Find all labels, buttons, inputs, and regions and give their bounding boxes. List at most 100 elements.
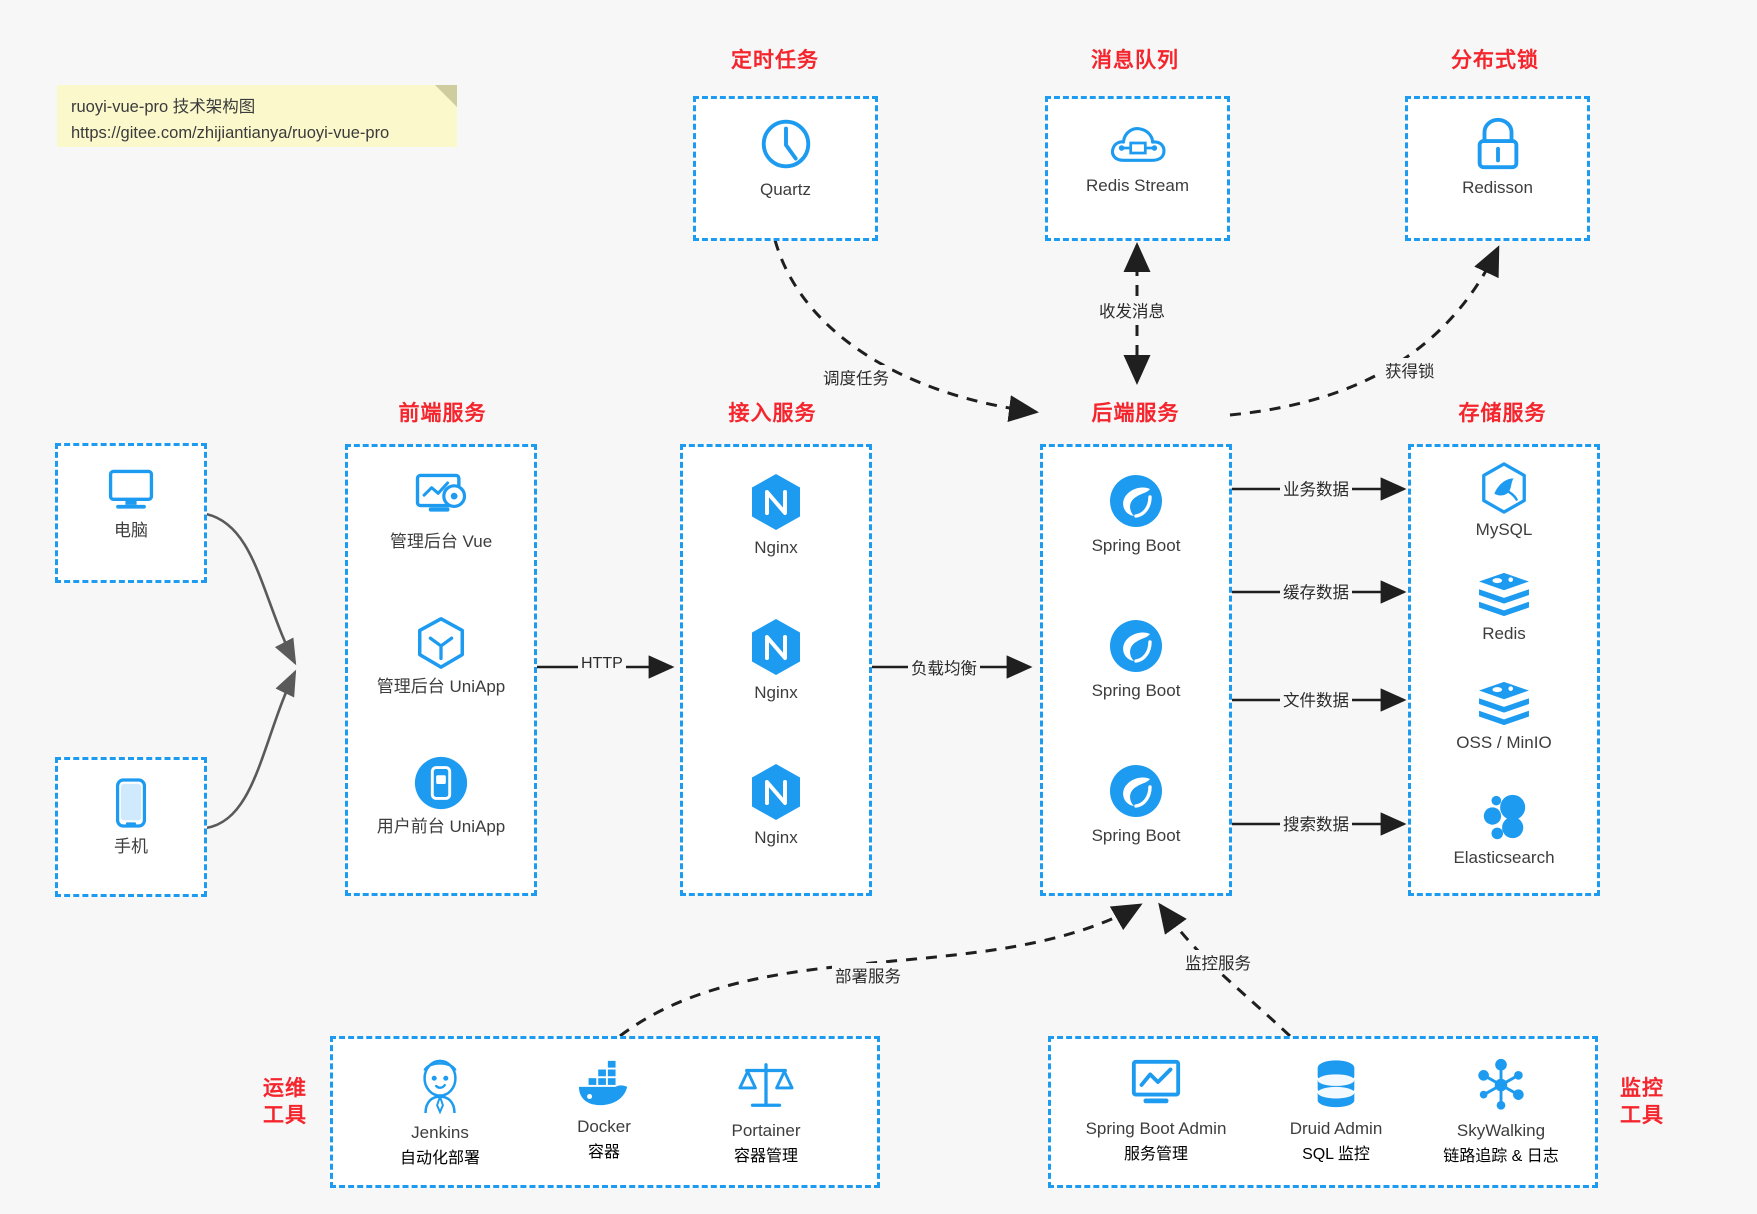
- edge-acquire-lock: [1229, 245, 1500, 417]
- clock-icon: [761, 119, 810, 169]
- node-label: Quartz: [759, 180, 812, 199]
- node-label: Druid Admin: [1289, 1119, 1383, 1138]
- node-docker[interactable]: Docker 容器: [529, 1057, 679, 1162]
- group-box-lock: Redisson: [1405, 96, 1590, 241]
- spring-icon: [1110, 620, 1162, 672]
- nginx-icon: [752, 764, 800, 820]
- edge-label-mq-messages: 收发消息: [1096, 298, 1168, 322]
- node-label: 手机: [114, 837, 148, 856]
- skywalking-icon: [1478, 1058, 1524, 1110]
- node-phone[interactable]: 手机: [58, 776, 204, 859]
- elasticsearch-icon: [1483, 794, 1526, 840]
- database-icon: [1317, 1060, 1355, 1108]
- group-title-devops-line2: 工具: [263, 1104, 307, 1128]
- monitor-chart-icon: [1131, 1059, 1181, 1104]
- node-label: Redis: [1482, 624, 1526, 643]
- node-label: MySQL: [1475, 520, 1533, 539]
- spring-icon: [1110, 765, 1162, 817]
- group-title-devops-line1: 运维: [263, 1077, 307, 1100]
- redis-icon: [1479, 572, 1529, 617]
- node-label: Docker: [577, 1117, 631, 1136]
- group-box-phone: 手机: [55, 757, 207, 897]
- node-label: Nginx: [754, 538, 798, 557]
- portainer-icon: [738, 1063, 794, 1107]
- node-elasticsearch[interactable]: Elasticsearch: [1411, 791, 1597, 870]
- cube-icon: [417, 617, 465, 669]
- edge-label-load-balance: 负载均衡: [908, 655, 980, 679]
- group-box-mq: Redis Stream: [1045, 96, 1230, 241]
- edge-desktop-to-frontend: [205, 512, 297, 666]
- group-box-frontend: 管理后台 Vue 管理后台 UniApp 用户前台 UniApp: [345, 444, 537, 896]
- group-box-backend: Spring Boot Spring Boot Spring Boot: [1040, 444, 1232, 896]
- note-card: ruoyi-vue-pro 技术架构图 https://gitee.com/zh…: [57, 85, 457, 147]
- node-spring-boot-1[interactable]: Spring Boot: [1043, 471, 1229, 558]
- edge-label-get-lock: 获得锁: [1382, 358, 1438, 382]
- node-label: 管理后台 UniApp: [376, 677, 506, 696]
- node-label: Redisson: [1462, 178, 1533, 197]
- node-oss-minio[interactable]: OSS / MinIO: [1411, 680, 1597, 755]
- phone-icon: [115, 778, 147, 828]
- node-redis[interactable]: Redis: [1411, 571, 1597, 646]
- node-skywalking[interactable]: SkyWalking 链路追踪 & 日志: [1406, 1057, 1596, 1166]
- group-box-desktop: 电脑: [55, 443, 207, 583]
- node-sublabel: 容器: [587, 1144, 620, 1162]
- node-sublabel: 自动化部署: [399, 1150, 480, 1168]
- node-label: Spring Boot Admin: [1085, 1119, 1227, 1138]
- node-sublabel: 容器管理: [733, 1148, 798, 1166]
- oss-icon: [1479, 681, 1529, 726]
- group-title-devops: 运维 工具: [255, 1075, 315, 1130]
- note-line-1: ruoyi-vue-pro 技术架构图: [71, 98, 256, 116]
- node-nginx-2[interactable]: Nginx: [683, 616, 869, 705]
- node-sublabel: 链路追踪 & 日志: [1443, 1148, 1559, 1166]
- note-line-2: https://gitee.com/zhijiantianya/ruoyi-vu…: [71, 123, 390, 142]
- node-spring-boot-admin[interactable]: Spring Boot Admin 服务管理: [1061, 1057, 1251, 1164]
- group-title-storage: 存储服务: [1458, 402, 1547, 425]
- docker-icon: [578, 1060, 628, 1106]
- node-admin-vue[interactable]: 管理后台 Vue: [348, 469, 534, 554]
- group-title-scheduler: 定时任务: [731, 49, 819, 72]
- node-label: Redis Stream: [1086, 176, 1189, 195]
- edge-label-file-data: 文件数据: [1280, 687, 1352, 711]
- lock-icon: [1477, 117, 1518, 170]
- node-jenkins[interactable]: Jenkins 自动化部署: [365, 1057, 515, 1168]
- node-redis-stream[interactable]: Redis Stream: [1048, 115, 1227, 198]
- node-label: SkyWalking: [1456, 1121, 1546, 1140]
- edge-label-search-data: 搜索数据: [1280, 811, 1352, 835]
- node-user-uniapp[interactable]: 用户前台 UniApp: [348, 754, 534, 839]
- node-nginx-1[interactable]: Nginx: [683, 471, 869, 560]
- node-portainer[interactable]: Portainer 容器管理: [691, 1057, 841, 1166]
- edge-label-http: HTTP: [578, 655, 626, 673]
- node-label: Portainer: [731, 1121, 801, 1140]
- node-spring-boot-3[interactable]: Spring Boot: [1043, 761, 1229, 848]
- node-label: Spring Boot: [1091, 826, 1181, 845]
- edge-label-deploy: 部署服务: [832, 963, 904, 987]
- group-box-scheduler: Quartz: [693, 96, 878, 241]
- group-title-monitor-line2: 工具: [1620, 1104, 1664, 1128]
- node-druid-admin[interactable]: Druid Admin SQL 监控: [1251, 1057, 1421, 1164]
- node-label: 电脑: [114, 521, 148, 540]
- desktop-icon: [108, 469, 154, 509]
- group-title-monitor-line1: 监控: [1620, 1077, 1664, 1100]
- nginx-icon: [752, 474, 800, 530]
- node-mysql[interactable]: MySQL: [1411, 461, 1597, 542]
- edge-label-cache-data: 缓存数据: [1280, 579, 1352, 603]
- group-title-monitor: 监控 工具: [1612, 1075, 1672, 1130]
- group-box-storage: MySQL Redis OSS / MinIO: [1408, 444, 1600, 896]
- cloud-stream-icon: [1110, 127, 1165, 162]
- node-nginx-3[interactable]: Nginx: [683, 761, 869, 850]
- nginx-icon: [752, 619, 800, 675]
- group-title-frontend: 前端服务: [398, 402, 487, 425]
- node-admin-uniapp[interactable]: 管理后台 UniApp: [348, 614, 534, 699]
- node-label: Nginx: [754, 828, 798, 847]
- mobile-app-icon: [414, 756, 468, 810]
- spring-icon: [1110, 475, 1162, 527]
- node-redisson[interactable]: Redisson: [1408, 115, 1587, 200]
- node-desktop[interactable]: 电脑: [58, 464, 204, 543]
- node-quartz[interactable]: Quartz: [696, 113, 875, 202]
- group-title-lock: 分布式锁: [1451, 49, 1539, 72]
- group-box-monitor: Spring Boot Admin 服务管理 Druid Admin SQL 监…: [1048, 1036, 1598, 1188]
- edge-label-observe: 监控服务: [1182, 950, 1254, 974]
- node-sublabel: 服务管理: [1123, 1146, 1188, 1164]
- node-spring-boot-2[interactable]: Spring Boot: [1043, 616, 1229, 703]
